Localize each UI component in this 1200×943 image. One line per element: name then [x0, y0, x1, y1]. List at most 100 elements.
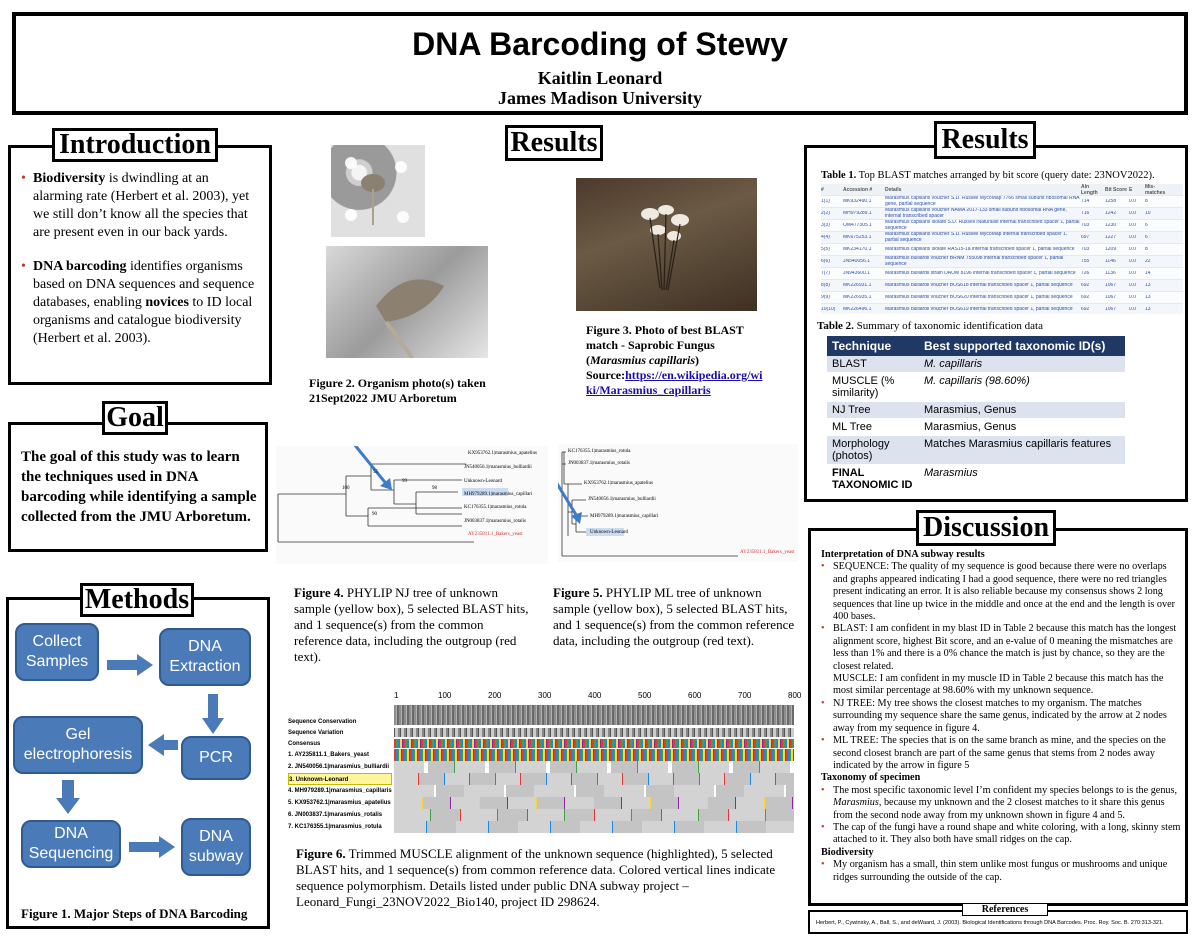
- discussion-panel: Interpretation of DNA subway results SEQ…: [808, 528, 1188, 906]
- discussion-body: Interpretation of DNA subway results SEQ…: [821, 549, 1183, 884]
- discussion-biodiversity-list: My organism has a small, thin stem unlik…: [821, 859, 1183, 884]
- msa-tick: 600: [688, 691, 702, 700]
- blast-cell: MH979289.1: [843, 210, 872, 216]
- blast-cell: 1230: [1105, 222, 1117, 228]
- blast-cell: MK226496.1: [843, 306, 872, 312]
- results-panel-right: Table 1. Top BLAST matches arranged by b…: [804, 145, 1188, 502]
- blast-cell: JN943600.1: [843, 270, 870, 276]
- flow-arrow-left-1: [148, 734, 178, 756]
- msa-ruler: 1 100 200 300 400 500 600 700 800: [394, 691, 801, 703]
- nj-bootstrap-90: 90: [372, 512, 377, 517]
- blast-cell: 6(6): [821, 258, 830, 264]
- blast-cell: 0.0: [1129, 270, 1136, 276]
- msa-tick: 1: [394, 691, 399, 700]
- blast-cell: 13: [1145, 294, 1151, 300]
- figure3-caption: Figure 3. Photo of best BLAST match - Sa…: [586, 323, 763, 397]
- blast-cell: Marasmius bulliardii voucher BOS619 inte…: [885, 306, 1073, 312]
- discussion-bullet-sequence: SEQUENCE: The quality of my sequence is …: [821, 561, 1183, 623]
- blast-cell: 0.0: [1129, 234, 1136, 240]
- blast-match-photo: [576, 178, 757, 311]
- mushroom-icon: [345, 157, 409, 225]
- blast-cell: 6: [1145, 234, 1148, 240]
- taxonomy-header-id: Best supported taxonomic ID(s): [919, 336, 1125, 356]
- discussion-subheading-taxonomy: Taxonomy of specimen: [821, 772, 921, 784]
- blast-cell: 1136: [1105, 270, 1116, 276]
- blast-cell: 8: [1145, 246, 1148, 252]
- goal-heading: Goal: [102, 401, 168, 435]
- results-heading-middle: Results: [505, 125, 603, 161]
- flow-arrow-down-1: [202, 694, 224, 734]
- ml-tree-figure: KC176355.1|marasmius_rotula JN003837.1|m…: [526, 435, 798, 562]
- blast-cell: 7(7): [821, 270, 830, 276]
- author-name: Kaitlin Leonard: [537, 68, 663, 88]
- nj-bootstrap-99: 99: [402, 479, 407, 484]
- flow-step-collect-samples: Collect Samples: [15, 623, 99, 681]
- introduction-panel: Biodiversity is dwindling at an alarming…: [8, 145, 272, 385]
- blast-cell: 3(3): [821, 222, 830, 228]
- blast-cell: 0.0: [1129, 246, 1136, 252]
- msa-tick: 400: [588, 691, 602, 700]
- institution-name: James Madison University: [498, 88, 702, 108]
- taxonomy-summary-table: Technique Best supported taxonomic ID(s)…: [827, 336, 1125, 494]
- discussion-muscle: MUSCLE: I am confident in my muscle ID i…: [833, 673, 1164, 697]
- figure1-caption: Figure 1. Major Steps of DNA Barcoding: [21, 906, 248, 921]
- blast-cell: 4(4): [821, 234, 830, 240]
- blast-cell: 0.0: [1129, 198, 1136, 204]
- intro-bullet-biodiversity: Biodiversity is dwindling at an alarming…: [21, 170, 261, 242]
- blast-cell: Marasmius capillaris voucher S.D. Russel…: [885, 196, 1080, 207]
- blast-cell: Marasmius bulliardii voucher BOS620 inte…: [885, 294, 1073, 300]
- discussion-taxonomy-list: The most specific taxonomic level I’m co…: [821, 785, 1183, 847]
- blast-cell: 1227: [1105, 234, 1117, 240]
- figure5-caption: Figure 5. PHYLIP ML tree of unknown samp…: [553, 585, 795, 648]
- msa-row-unknown: 3. Unknown-Leonard: [288, 773, 392, 785]
- msa-tick: 500: [638, 691, 652, 700]
- wikipedia-source-link[interactable]: https://en.wikipedia.org/wiki/Marasmius_…: [586, 368, 763, 397]
- msa-tick: 200: [488, 691, 502, 700]
- discussion-bullet-blast: BLAST: I am confident in my blast ID in …: [821, 623, 1183, 673]
- blast-cell: MK226931.1: [843, 282, 872, 288]
- blast-cell: 703: [1081, 222, 1090, 228]
- msa-tick: 100: [438, 691, 452, 700]
- flow-step-dna-subway: DNA subway: [181, 818, 251, 876]
- blast-header-row: # Accession # Details Aln Length Bit Sco…: [821, 184, 1183, 196]
- blast-cell: 5(5): [821, 246, 830, 252]
- msa-track-labels: Sequence Conservation Sequence Variation…: [288, 717, 392, 750]
- ml-label-outgroup: AY235811.1_Bakers_yeast: [740, 550, 795, 555]
- marasmius-capillaris-icon: [641, 205, 689, 291]
- ml-label-apatelius: KX953762.1|marasmius_apatelius: [584, 481, 653, 486]
- blast-cell: 10: [1145, 210, 1151, 216]
- muscle-alignment-figure: 1 100 200 300 400 500 600 700 800 Sequen…: [286, 691, 801, 833]
- table2-caption: Table 2. Summary of taxonomic identifica…: [817, 320, 1043, 332]
- introduction-list: Biodiversity is dwindling at an alarming…: [21, 170, 261, 348]
- flow-arrow-right-1: [107, 654, 153, 676]
- ml-label-rotalis: JN003837.1|marasmius_rotalis: [568, 461, 630, 466]
- blast-cell: MK226935.1: [843, 294, 872, 300]
- blast-cell: OM477305.1: [843, 222, 872, 228]
- blast-results-table: # Accession # Details Aln Length Bit Sco…: [821, 184, 1183, 314]
- msa-row-yeast: 1. AY235811.1_Bakers_yeast: [288, 752, 369, 758]
- blast-cell: Marasmius bulliardii voucher BOS618 inte…: [885, 282, 1073, 288]
- msa-row-capillaris: 4. MH979289.1|marasmius_capillaris: [288, 788, 392, 794]
- blast-cell: 1209: [1105, 246, 1117, 252]
- blast-cell: 0.0: [1129, 282, 1136, 288]
- flow-step-gel: Gel electrophoresis: [13, 716, 143, 774]
- msa-track-conservation: Sequence Conservation: [288, 719, 357, 725]
- taxonomy-header-technique: Technique: [827, 336, 919, 356]
- msa-track-variation: Sequence Variation: [288, 730, 344, 736]
- results-heading-right: Results: [934, 121, 1036, 159]
- blast-cell: JN540056.1: [843, 258, 870, 264]
- blast-cell: 22: [1145, 258, 1151, 264]
- blast-cell: 0.0: [1129, 222, 1136, 228]
- blast-cell: 1067: [1105, 282, 1117, 288]
- methods-panel: Collect Samples DNA Extraction PCR Gel e…: [6, 597, 270, 929]
- nj-tree-svg: [277, 443, 508, 543]
- blast-cell: 13: [1145, 282, 1151, 288]
